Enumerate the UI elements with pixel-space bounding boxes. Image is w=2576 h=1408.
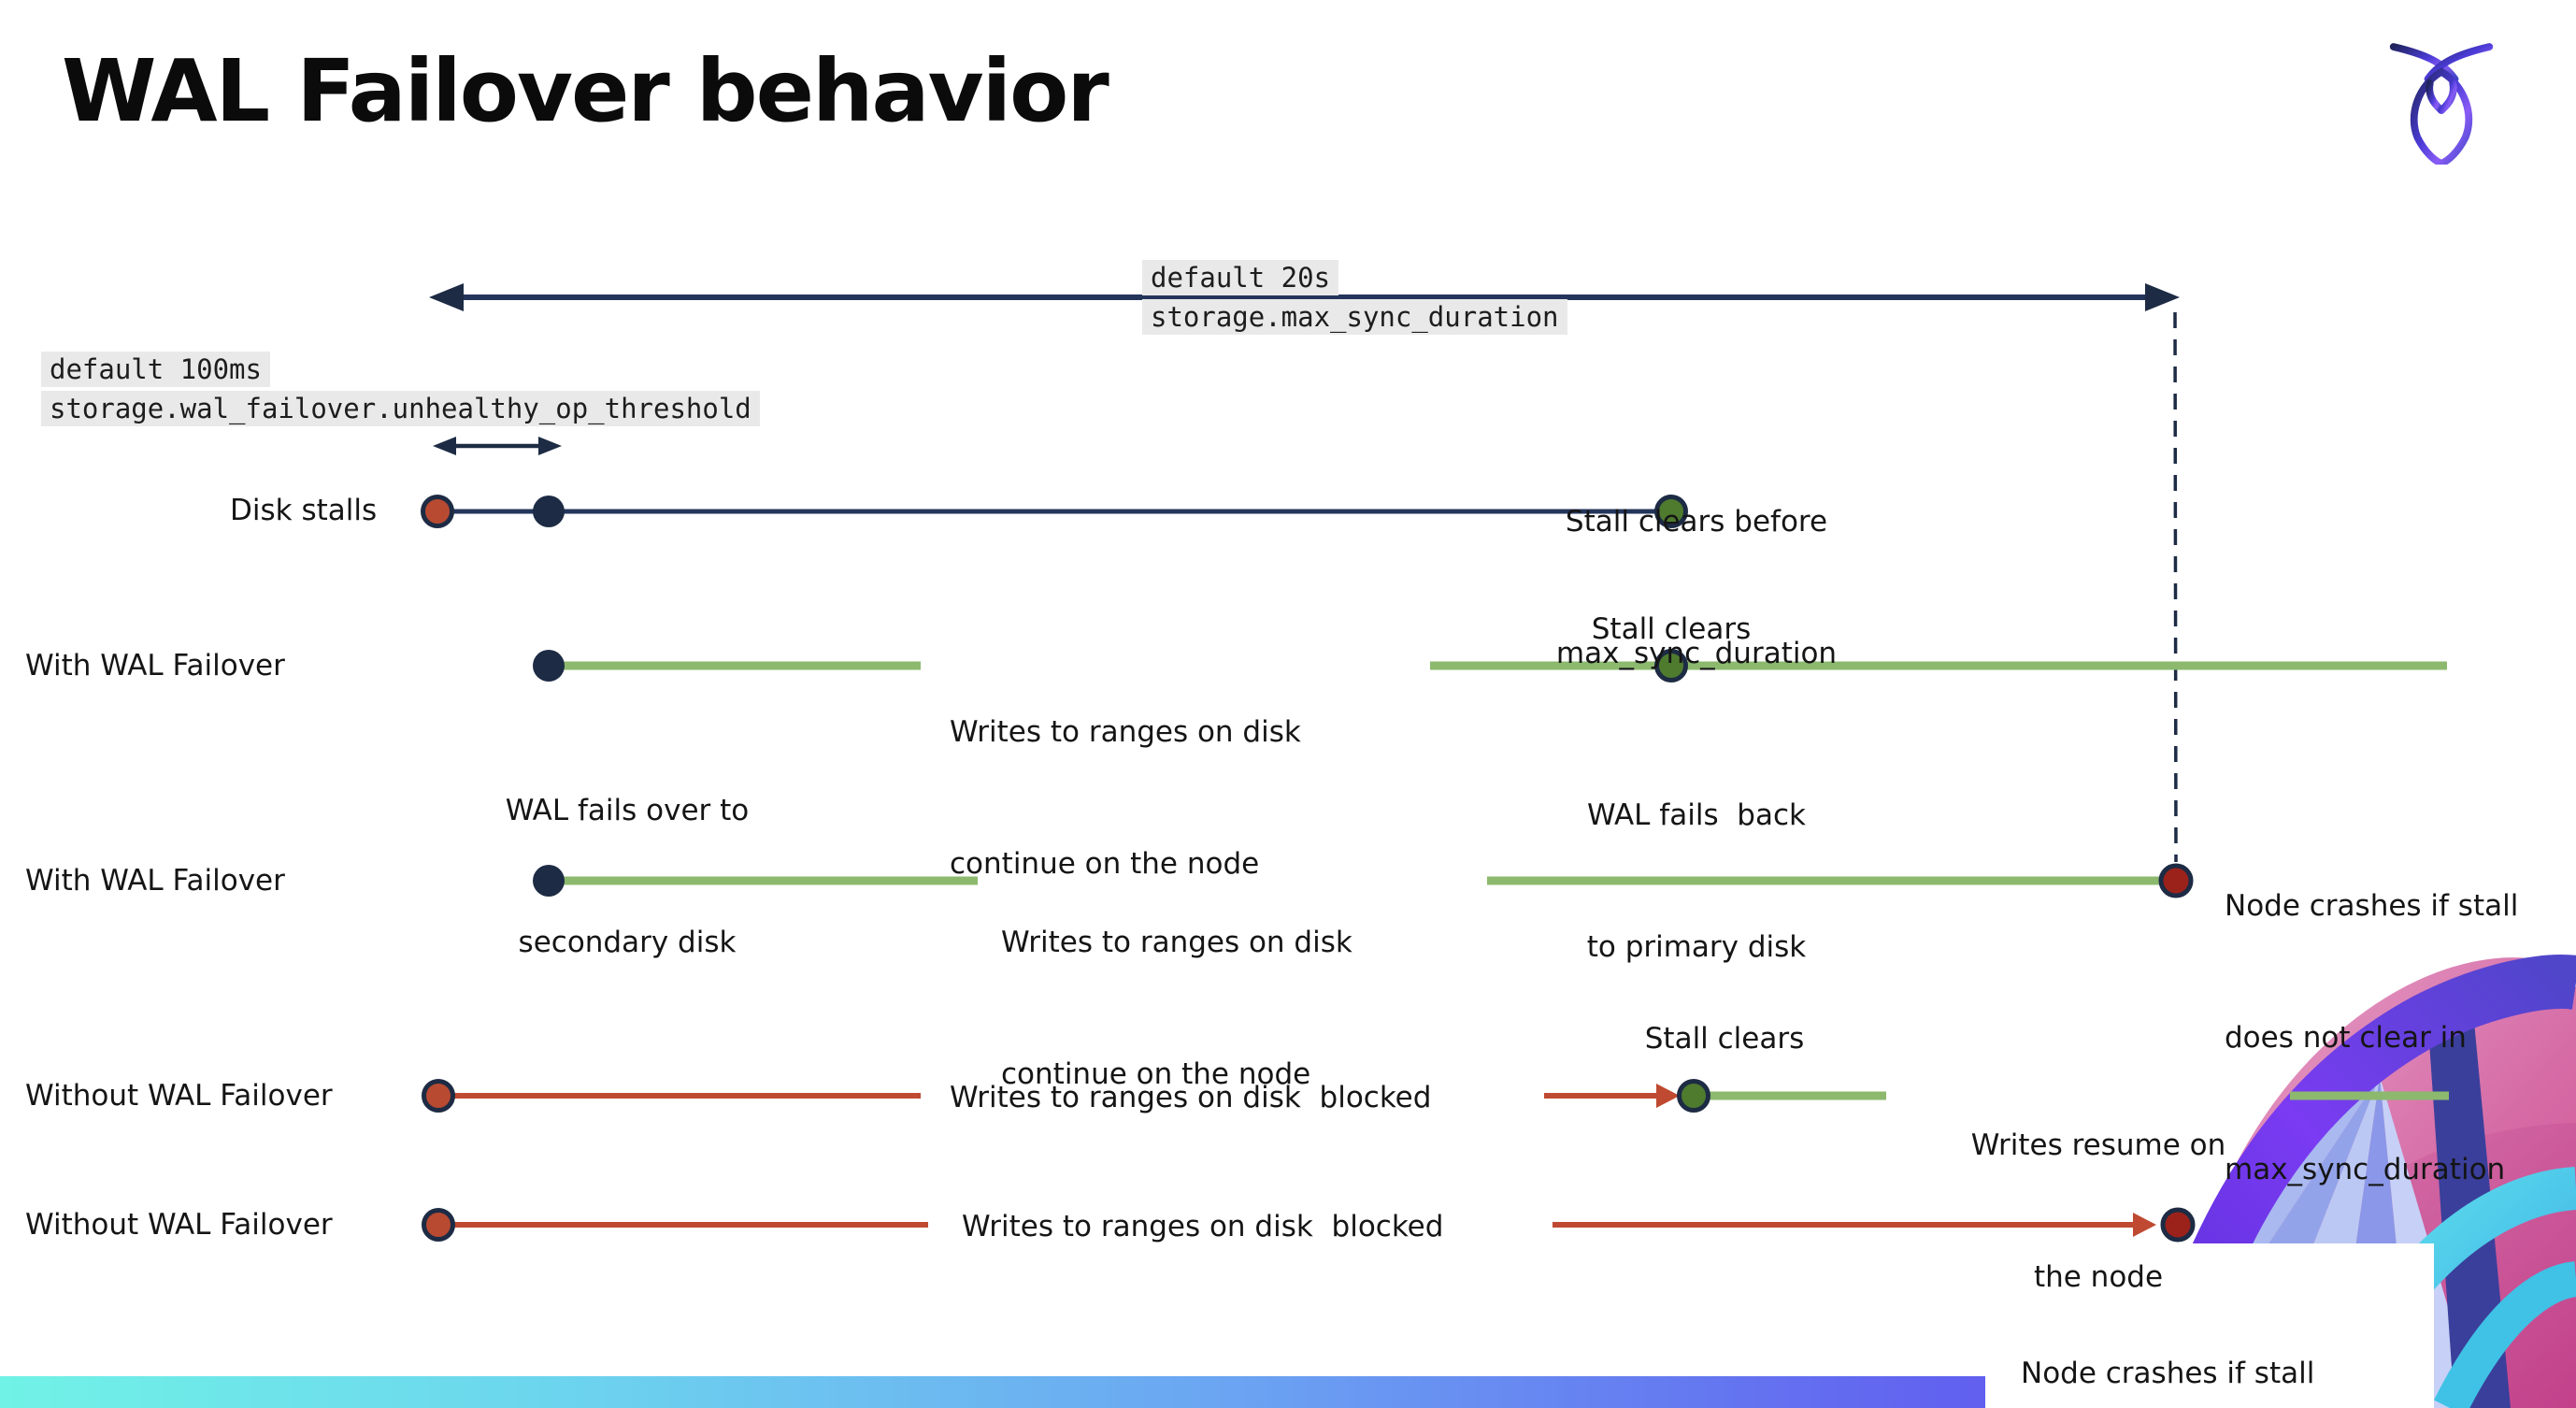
- node-crash-dot: [2158, 863, 2194, 898]
- writes-blocked-note-2: Writes to ranges on disk blocked: [962, 1210, 1444, 1243]
- threshold-setting-name: storage.wal_failover.unhealthy_op_thresh…: [41, 391, 760, 426]
- stall-clears-note-1: Stall clears: [1591, 612, 1752, 646]
- node-crash-dot: [2160, 1207, 2196, 1243]
- wal-fails-back-note: WAL fails back to primary disk: [1586, 798, 1807, 964]
- threshold-default-label: default 100ms: [41, 352, 270, 387]
- stall-clears-note-2: Stall clears: [1644, 1022, 1805, 1056]
- stall-start-dot: [422, 1079, 455, 1113]
- row-label-without-wal-failover-1: Without WAL Failover: [25, 1079, 333, 1113]
- stall-clears-before-note: Stall clears before max_sync_duration: [1555, 505, 1838, 670]
- max-sync-setting-name: storage.max_sync_duration: [1142, 299, 1567, 335]
- writes-continue-note-1: Writes to ranges on disk continue on the…: [950, 715, 1301, 881]
- timeline-with-failover-clears: [533, 649, 2447, 682]
- timeline-without-failover-clears: [422, 1079, 2449, 1113]
- max-sync-default-label: default 20s: [1142, 260, 1339, 295]
- writes-resume-note: Writes resume on the node: [1970, 1128, 2226, 1294]
- stall-start-dot: [422, 1208, 455, 1242]
- max-sync-duration-arrow: [429, 283, 2180, 311]
- wal-fails-over-note: WAL fails over to secondary disk: [505, 794, 750, 959]
- row-label-disk-stalls: Disk stalls: [230, 494, 378, 527]
- unhealthy-op-threshold-arrow: [433, 437, 562, 455]
- stall-clear-dot: [1677, 1079, 1710, 1113]
- max-sync-deadline-dashed-line: [2173, 311, 2178, 863]
- node-crashes-note-1: Node crashes if stall does not clear in …: [2225, 889, 2519, 1186]
- failback-dot: [1654, 649, 1688, 682]
- row-label-without-wal-failover-2: Without WAL Failover: [25, 1208, 333, 1242]
- page-title: WAL Failover behavior: [62, 41, 1109, 141]
- timeline-with-failover-crash: [533, 863, 2194, 898]
- artwork-cyan-arc-2: [2434, 1261, 2576, 1408]
- blocked-arrowhead: [2133, 1213, 2156, 1237]
- row-label-with-wal-failover-1: With WAL Failover: [25, 649, 285, 682]
- stall-clear-dot: [1654, 495, 1688, 528]
- writes-blocked-note-1: Writes to ranges on disk blocked: [950, 1081, 1432, 1114]
- crash-callout-box: Node crashes if stall does not clear in …: [1985, 1243, 2434, 1408]
- timeline-disk-stalls: [421, 495, 1688, 528]
- stall-start-dot: [421, 495, 454, 528]
- failover-dot: [533, 650, 565, 682]
- writes-continue-note-2: Writes to ranges on disk continue on the…: [1001, 926, 1352, 1091]
- cockroach-icon: [2389, 43, 2494, 165]
- failover-trigger-dot: [533, 496, 565, 527]
- failover-dot: [533, 865, 565, 897]
- timeline-without-failover-crash: [422, 1207, 2196, 1243]
- crash-note-line1: Node crashes if stall: [2021, 1357, 2315, 1390]
- blocked-arrowhead: [1656, 1084, 1680, 1108]
- row-label-with-wal-failover-2: With WAL Failover: [25, 864, 285, 898]
